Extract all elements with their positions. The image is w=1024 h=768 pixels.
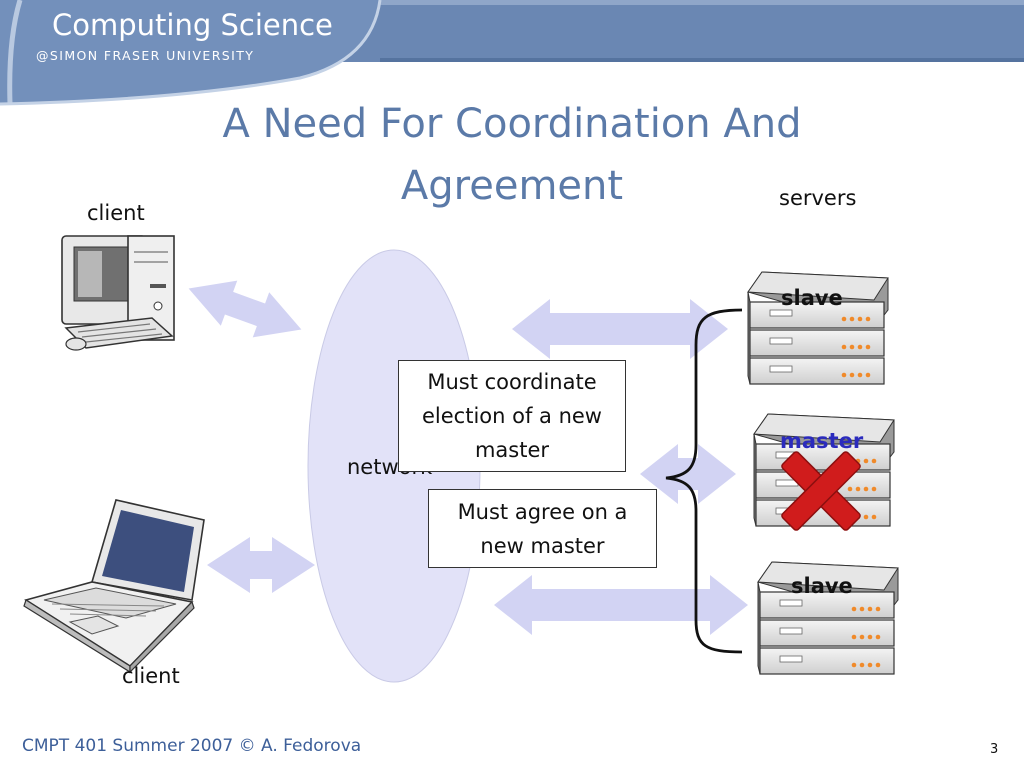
page-number: 3 (990, 742, 999, 757)
callout-election: Must coordinate election of a new master (398, 360, 626, 472)
double-arrow-icon (494, 575, 748, 635)
double-arrow-icon (512, 299, 728, 359)
client-label-top: client (87, 201, 145, 225)
server-role-label-master: master (780, 429, 864, 453)
callout-agree: Must agree on a new master (428, 489, 657, 568)
servers-label: servers (779, 186, 857, 210)
slide-title: A Need For Coordination And Agreement (222, 101, 802, 209)
server-role-label: slave (781, 286, 843, 310)
laptop-icon (23, 499, 205, 674)
brand-subtitle: @SIMON FRASER UNIVERSITY (36, 48, 255, 63)
double-arrow-icon (207, 537, 315, 593)
red-x-icon (781, 451, 861, 531)
server-role-label: slave (791, 574, 853, 598)
client-label-bottom: client (122, 664, 180, 688)
desktop-computer-icon (61, 235, 175, 351)
double-arrow-icon (188, 280, 302, 338)
curly-brace-icon (665, 308, 743, 654)
double-arrow-icon (640, 444, 736, 504)
footer-text: CMPT 401 Summer 2007 © A. Fedorova (22, 736, 362, 756)
brand-title: Computing Science (52, 8, 333, 42)
header-banner (0, 0, 1024, 106)
